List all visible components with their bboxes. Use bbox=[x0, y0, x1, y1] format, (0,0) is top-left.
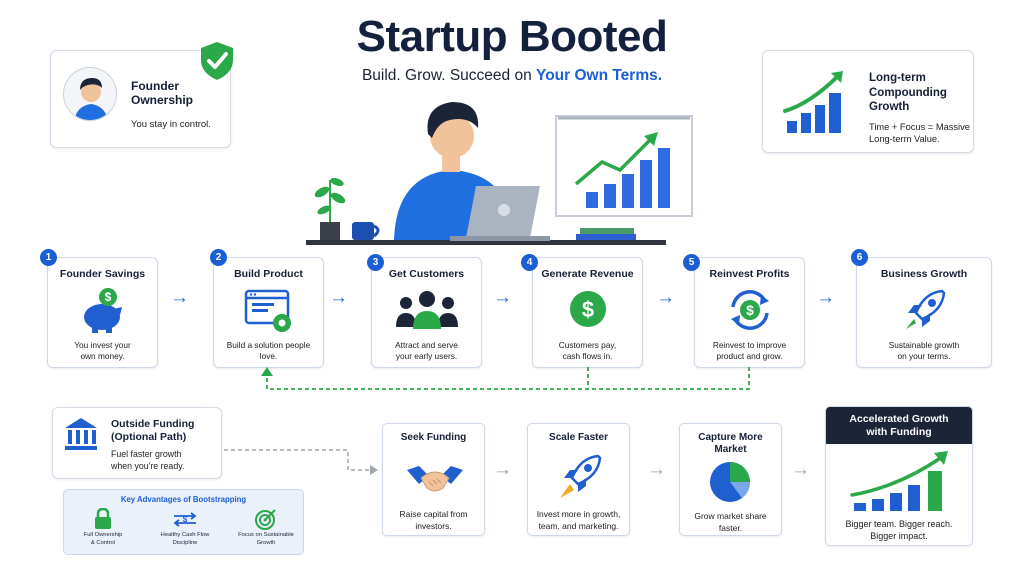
avatar bbox=[63, 67, 117, 121]
accelerated-desc: Bigger team. Bigger reach. Bigger impact… bbox=[845, 519, 953, 541]
step-number-6: 6 bbox=[851, 249, 868, 266]
growth-chart-icon bbox=[848, 447, 952, 513]
key-advantages-title: Key Advantages of Bootstrapping bbox=[120, 495, 247, 504]
step-number-1: 1 bbox=[40, 249, 57, 266]
growth-chart-icon bbox=[781, 67, 851, 137]
growth-title: Long-term Compounding Growth bbox=[869, 72, 947, 113]
arrow-right-icon: → bbox=[329, 287, 348, 308]
advantage-full-ownership: Full Ownership & Control bbox=[68, 508, 138, 547]
lock-icon bbox=[95, 508, 111, 529]
svg-text:$: $ bbox=[746, 302, 754, 318]
growth-desc: Time + Focus = Massive Long-term Value. bbox=[869, 122, 970, 144]
target-icon bbox=[255, 509, 276, 530]
rocket-icon bbox=[900, 285, 950, 335]
step-number-4: 4 bbox=[521, 254, 538, 271]
arrow-right-icon: → bbox=[170, 287, 189, 308]
advantage-cash-flow: $ Healthy Cash Flow Discipline bbox=[148, 510, 222, 547]
piggy-bank-icon: $ bbox=[78, 285, 128, 335]
key-advantages-panel: Key Advantages of Bootstrapping Full Own… bbox=[63, 489, 304, 555]
dollar-coin-icon: $ bbox=[563, 285, 613, 335]
dollar-cycle-icon: $ bbox=[725, 285, 775, 335]
founder-at-desk-illustration bbox=[300, 88, 700, 250]
founder-desc: You stay in control. bbox=[131, 119, 211, 130]
accelerated-growth-header: Accelerated Growth with Funding bbox=[826, 407, 972, 444]
arrow-right-icon: → bbox=[791, 459, 810, 480]
step-number-5: 5 bbox=[683, 254, 700, 271]
browser-gear-icon bbox=[244, 285, 294, 335]
arrow-right-icon: → bbox=[493, 459, 512, 480]
dashed-connector bbox=[222, 446, 382, 476]
cash-flow-icon: $ bbox=[173, 512, 197, 527]
reinvest-loop-arrow bbox=[255, 365, 755, 395]
step-card-generate-revenue: Generate Revenue $ Customers pay,cash fl… bbox=[532, 257, 643, 368]
bank-icon bbox=[63, 416, 99, 452]
outside-funding-card: Outside Funding (Optional Path) Fuel fas… bbox=[52, 407, 222, 479]
svg-text:$: $ bbox=[582, 297, 594, 322]
arrow-right-icon: → bbox=[656, 287, 675, 308]
founder-ownership-card: Founder Ownership You stay in control. bbox=[50, 50, 231, 148]
handshake-icon bbox=[405, 452, 465, 504]
page-title: Startup Booted bbox=[356, 12, 668, 61]
outside-funding-title: Outside Funding (Optional Path) bbox=[111, 418, 195, 443]
arrow-right-icon: → bbox=[493, 287, 512, 308]
step-number-3: 3 bbox=[367, 254, 384, 271]
advantage-sustainable-growth: Focus on Sustainable Growth bbox=[228, 508, 304, 547]
people-icon bbox=[392, 285, 462, 335]
funding-card-scale-faster: Scale Faster Invest more in growth,team,… bbox=[527, 423, 630, 536]
long-term-growth-card: Long-term Compounding Growth Time + Focu… bbox=[762, 50, 974, 153]
arrow-right-icon: → bbox=[816, 287, 835, 308]
pie-chart-icon bbox=[702, 456, 762, 508]
outside-funding-desc: Fuel faster growth when you're ready. bbox=[111, 449, 185, 471]
step-number-2: 2 bbox=[210, 249, 227, 266]
svg-text:$: $ bbox=[183, 515, 188, 524]
accelerated-growth-card: Accelerated Growth with Funding Bigger t… bbox=[825, 406, 973, 546]
page-subtitle: Build. Grow. Succeed on Your Own Terms. bbox=[361, 67, 663, 84]
rocket-icon bbox=[550, 452, 610, 504]
founder-title: Founder Ownership bbox=[131, 79, 194, 107]
arrow-right-icon: → bbox=[647, 459, 666, 480]
svg-text:$: $ bbox=[105, 290, 112, 304]
shield-check-icon bbox=[198, 40, 236, 82]
